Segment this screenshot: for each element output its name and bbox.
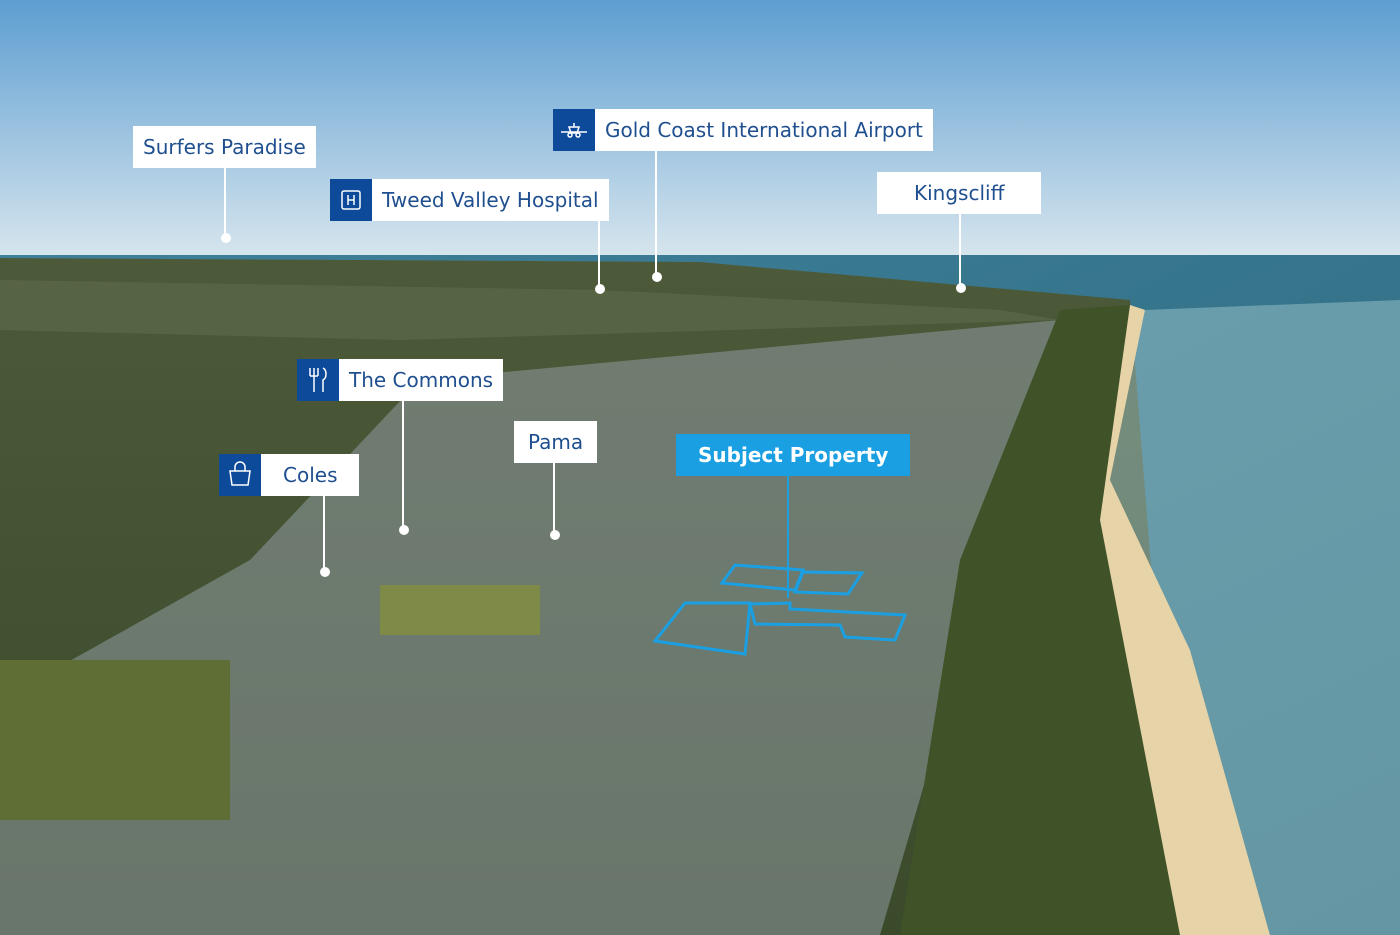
label-airport: Gold Coast International Airport (553, 109, 933, 151)
hospital-icon (330, 179, 372, 221)
airplane-icon (553, 109, 595, 151)
label-hospital: Tweed Valley Hospital (330, 179, 609, 221)
label-the-commons: The Commons (297, 359, 504, 401)
label-pama: Pama (514, 421, 598, 463)
label-kingscliff: Kingscliff (877, 172, 1042, 214)
subject-property-boundary (652, 563, 908, 656)
label-subject-property: Subject Property (676, 434, 911, 476)
restaurant-icon (297, 359, 339, 401)
label-surfers-paradise: Surfers Paradise (133, 126, 316, 168)
shopping-bag-icon (219, 454, 261, 496)
label-coles: Coles (219, 454, 360, 496)
